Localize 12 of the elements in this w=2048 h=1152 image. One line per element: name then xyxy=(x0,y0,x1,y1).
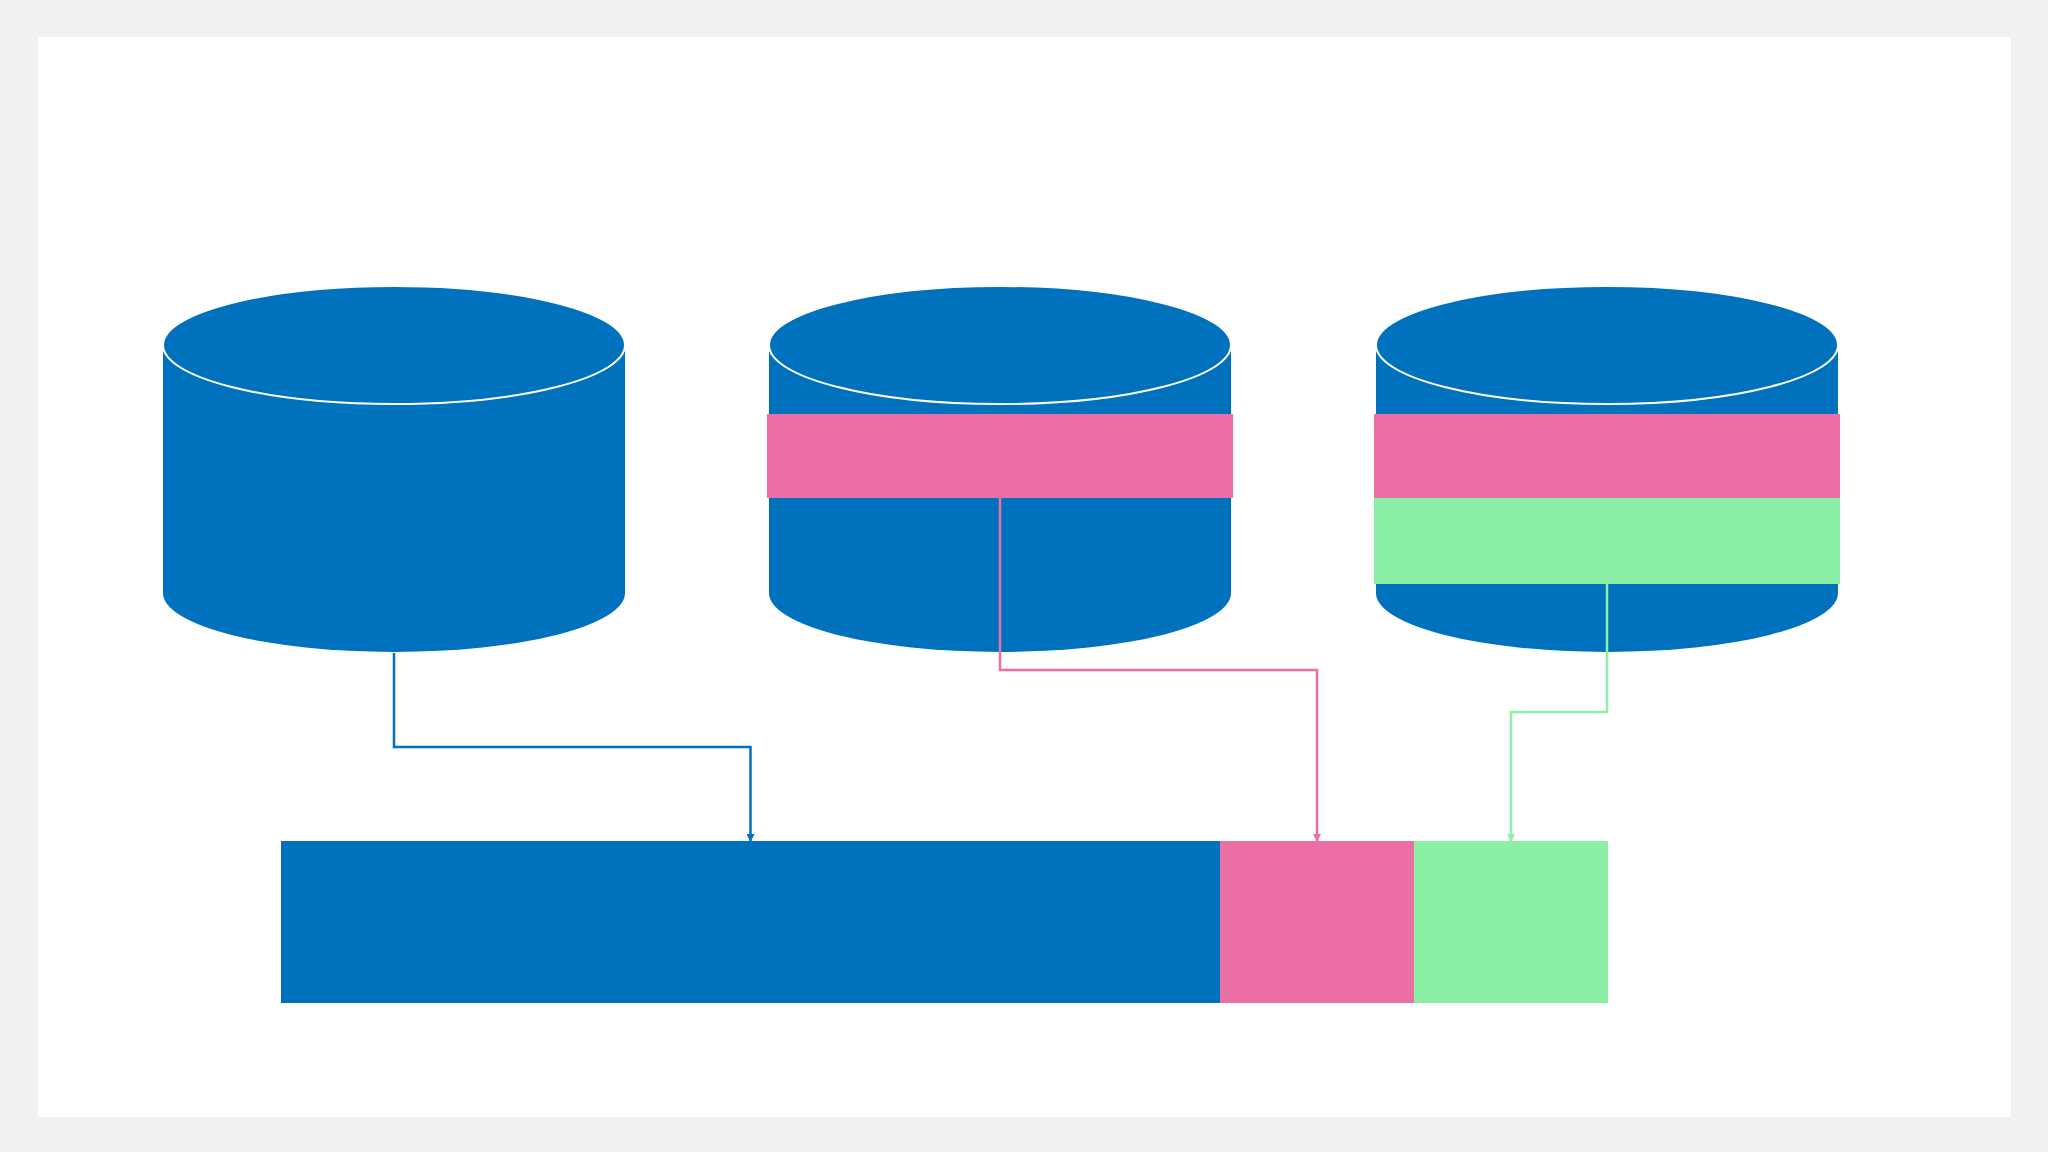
database-cylinder xyxy=(768,285,1232,653)
connector-arrow xyxy=(998,498,1321,842)
database-cylinder xyxy=(1375,285,1839,653)
database-cylinder xyxy=(162,285,626,653)
color-band xyxy=(281,841,1220,1003)
connector-arrow xyxy=(392,653,755,842)
color-band xyxy=(767,414,1233,498)
color-band xyxy=(1374,498,1840,584)
connector-arrow xyxy=(1507,584,1609,842)
color-band xyxy=(1414,841,1608,1003)
color-band xyxy=(1220,841,1414,1003)
color-band xyxy=(1374,414,1840,498)
